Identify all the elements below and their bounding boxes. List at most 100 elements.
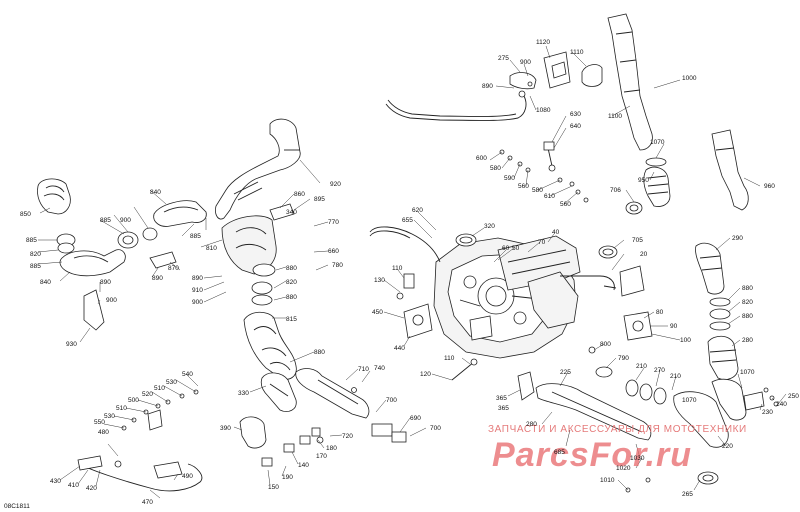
callout: 340 <box>286 209 297 216</box>
callout: 780 <box>332 262 343 269</box>
callout: 706 <box>610 187 621 194</box>
callout: 900 <box>192 299 203 306</box>
starter-120 <box>451 358 478 381</box>
clamp-265 <box>697 471 719 485</box>
callout: 130 <box>374 277 385 284</box>
callout: 810 <box>206 245 217 252</box>
callout: 140 <box>298 462 309 469</box>
callout: 510 <box>116 405 127 412</box>
callout: 190 <box>282 474 293 481</box>
callout: 815 <box>286 316 297 323</box>
callout: 655 <box>402 217 413 224</box>
watermark-brand: ParcsFor.ru <box>492 436 692 474</box>
callout: 700 <box>430 425 441 432</box>
callout: 1070 <box>650 139 665 146</box>
clamp-706 <box>625 201 643 215</box>
duct-960 <box>711 129 749 211</box>
callout: 80 <box>656 309 664 316</box>
callout: 500 <box>128 397 139 404</box>
callout: 630 <box>570 111 581 118</box>
small-hardware-left <box>261 387 407 467</box>
pipe-220 <box>673 391 729 448</box>
callout: 280 <box>526 421 537 428</box>
callout: 250 <box>788 393 799 400</box>
pipe-1070 <box>711 378 765 421</box>
callout: 365 <box>498 405 509 412</box>
callout: 450 <box>372 309 383 316</box>
callout: 290 <box>732 235 743 242</box>
callout: 600 <box>476 155 487 162</box>
cable-470 <box>77 455 203 492</box>
callout: 50 <box>512 245 520 252</box>
callout: 890 <box>100 279 111 286</box>
callout: 320 <box>484 223 495 230</box>
callout: 1020 <box>616 465 631 472</box>
callout: 740 <box>374 365 385 372</box>
bracket-20 <box>603 265 645 297</box>
callout: 480 <box>98 429 109 436</box>
intake-snorkel-1100 <box>607 13 653 151</box>
callout: 885 <box>26 237 37 244</box>
callout: 440 <box>394 345 405 352</box>
callout: 170 <box>316 453 327 460</box>
callout: 60 <box>502 245 510 252</box>
intake-boot-left <box>37 178 71 215</box>
intake-tube-840-upper <box>153 200 207 227</box>
callout: 390 <box>220 425 231 432</box>
callout: 840 <box>40 279 51 286</box>
callout: 960 <box>764 183 775 190</box>
clamps-880-right <box>709 297 731 331</box>
callout: 90 <box>670 323 678 330</box>
seal-210 <box>625 379 667 405</box>
callout: 880 <box>314 349 325 356</box>
callout: 840 <box>150 189 161 196</box>
hose-clamp-left <box>56 233 76 254</box>
callout: 530 <box>104 413 115 420</box>
callout: 610 <box>544 193 555 200</box>
cap-1110 <box>581 64 603 87</box>
sensor-110 <box>396 273 415 300</box>
callout: 890 <box>152 275 163 282</box>
callout: 470 <box>142 499 153 506</box>
exhaust-pipe-225 <box>535 383 652 441</box>
callout: 820 <box>30 251 41 258</box>
callout: 275 <box>498 55 509 62</box>
callout: 685 <box>554 449 565 456</box>
diagram-code: 08C1811 <box>4 503 30 510</box>
callout: 920 <box>330 181 341 188</box>
bracket-860 <box>269 203 295 221</box>
callout: 1010 <box>600 477 615 484</box>
actuator-80 <box>623 311 653 341</box>
callout: 880 <box>742 285 753 292</box>
callout: 560 <box>518 183 529 190</box>
callout: 890 <box>482 83 493 90</box>
callout: 420 <box>86 485 97 492</box>
callout: 1030 <box>630 455 645 462</box>
callout: 280 <box>742 337 753 344</box>
callout: 430 <box>50 478 61 485</box>
callout: 660 <box>328 248 339 255</box>
callout: 365 <box>496 395 507 402</box>
callout: 900 <box>106 297 117 304</box>
callout: 640 <box>570 123 581 130</box>
callout: 820 <box>742 299 753 306</box>
bracket-1120 <box>543 51 571 89</box>
leader-lines <box>37 45 787 499</box>
oil-line-655 <box>369 226 441 263</box>
callout: 880 <box>286 294 297 301</box>
callout: 700 <box>386 397 397 404</box>
watermark-tagline: ЗАПЧАСТИ И АКСЕССУАРЫ ДЛЯ МОТОТЕХНИКИ <box>488 424 747 435</box>
intake-hose-815 <box>243 311 297 380</box>
callout: 1110 <box>570 49 584 56</box>
callout: 885 <box>30 263 41 270</box>
callout: 410 <box>68 482 79 489</box>
fastener-set-600 <box>499 149 589 203</box>
ring-790 <box>595 366 613 378</box>
boot-390 <box>239 416 267 449</box>
callout: 910 <box>192 287 203 294</box>
gasket-320 <box>455 233 477 247</box>
callout: 800 <box>600 341 611 348</box>
hose-280 <box>707 335 739 380</box>
callout: 530 <box>166 379 177 386</box>
callout: 220 <box>722 443 733 450</box>
